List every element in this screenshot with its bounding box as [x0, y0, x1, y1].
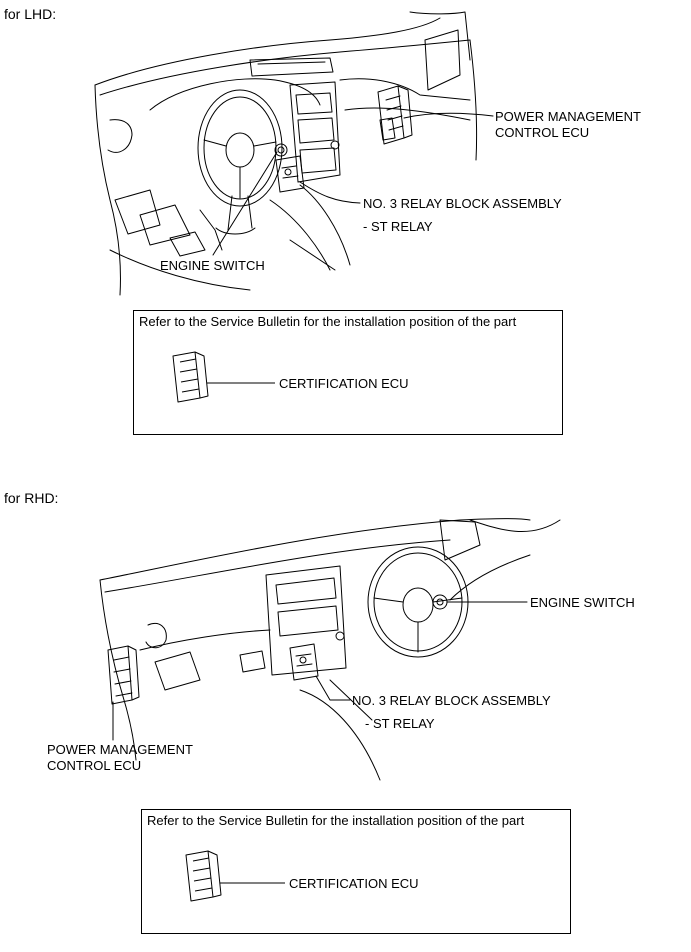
lhd-label-engine-switch: ENGINE SWITCH — [160, 258, 265, 273]
lhd-certification-box — [133, 310, 563, 435]
lhd-label-pm-ecu-line1: POWER MANAGEMENT — [495, 109, 641, 124]
lhd-label-pm-ecu-line2: CONTROL ECU — [495, 125, 590, 140]
rhd-certification-box — [141, 809, 571, 934]
lhd-label-st-relay: - ST RELAY — [363, 219, 433, 234]
rhd-label-pm-ecu-line2: CONTROL ECU — [47, 758, 142, 773]
lhd-note: Refer to the Service Bulletin for the in… — [139, 314, 517, 329]
rhd-note: Refer to the Service Bulletin for the in… — [147, 813, 525, 828]
lhd-label-relay-block: NO. 3 RELAY BLOCK ASSEMBLY — [363, 196, 562, 211]
lhd-header: for LHD: — [4, 6, 57, 22]
rhd-label-engine-switch: ENGINE SWITCH — [530, 595, 635, 610]
rhd-header: for RHD: — [4, 490, 59, 506]
lhd-label-cert-ecu: CERTIFICATION ECU — [279, 376, 409, 391]
rhd-label-cert-ecu: CERTIFICATION ECU — [289, 876, 419, 891]
rhd-label-st-relay: - ST RELAY — [365, 716, 435, 731]
rhd-label-relay-block: NO. 3 RELAY BLOCK ASSEMBLY — [352, 693, 551, 708]
rhd-label-pm-ecu-line1: POWER MANAGEMENT — [47, 742, 193, 757]
